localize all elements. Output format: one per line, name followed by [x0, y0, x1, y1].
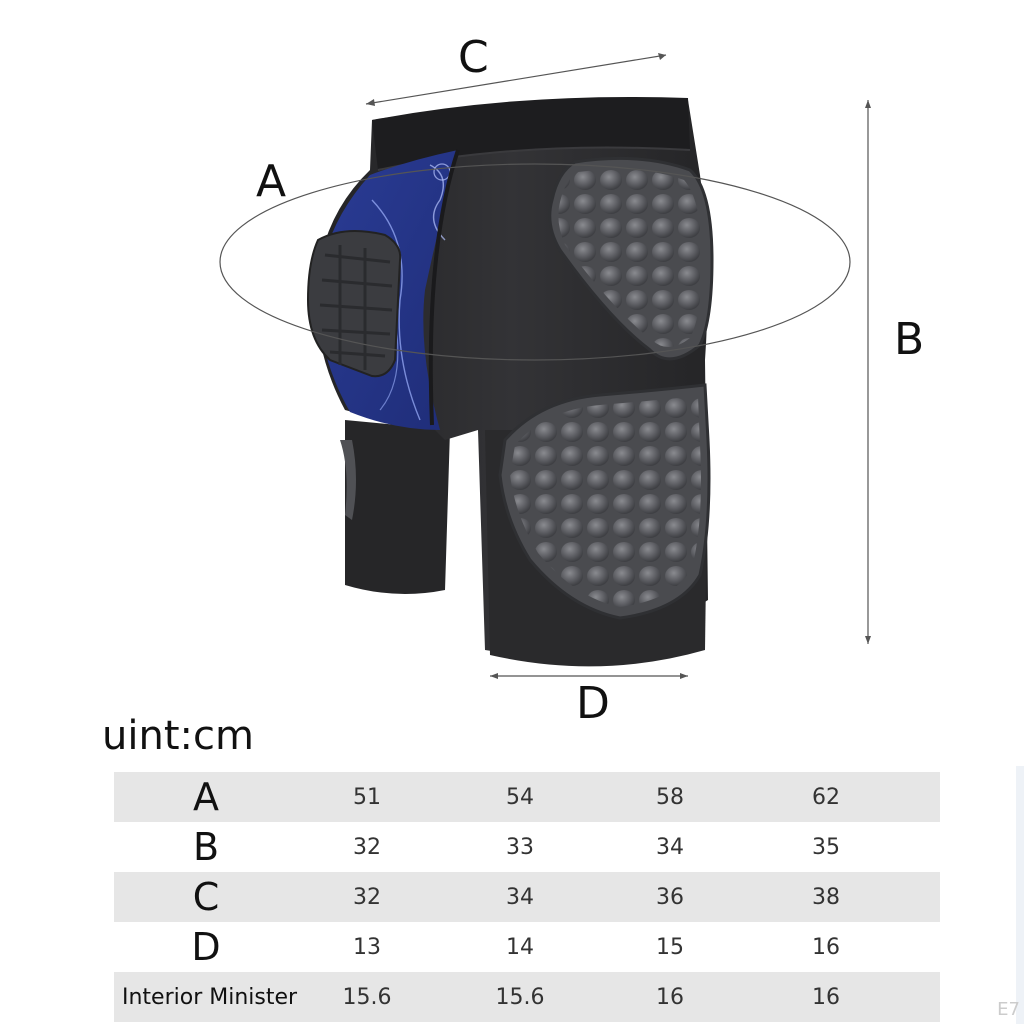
table-row: D 13 14 15 16	[114, 922, 940, 972]
table-cell: 15.6	[342, 984, 392, 1010]
row-label: D	[191, 925, 221, 969]
table-cell: 32	[353, 834, 381, 860]
table-row: B 32 33 34 35	[114, 822, 940, 872]
table-cell: 13	[353, 934, 381, 960]
table-cell: 33	[506, 834, 534, 860]
table-cell: 58	[656, 784, 684, 810]
dimension-line-c	[365, 54, 667, 105]
dimension-label-c: C	[458, 32, 489, 83]
row-label: B	[192, 825, 220, 869]
dimension-label-d: D	[576, 678, 610, 729]
table-cell: 34	[506, 884, 534, 910]
row-label: C	[192, 875, 220, 919]
table-cell: 16	[812, 984, 840, 1010]
table-cell: 36	[656, 884, 684, 910]
dimension-ellipse-a	[219, 163, 851, 361]
table-cell: 14	[506, 934, 534, 960]
table-cell: 62	[812, 784, 840, 810]
table-cell: 15	[656, 934, 684, 960]
dimension-label-a: A	[256, 156, 287, 207]
table-cell: 32	[353, 884, 381, 910]
table-cell: 35	[812, 834, 840, 860]
table-row: C 32 34 36 38	[114, 872, 940, 922]
size-table: A 51 54 58 62 B 32 33 34 35 C 32 34 36 3…	[114, 772, 940, 1022]
table-row: Interior Minister 15.6 15.6 16 16	[114, 972, 940, 1022]
unit-label: uint:cm	[102, 713, 254, 759]
padded-shorts-illustration	[219, 53, 871, 679]
table-cell: 16	[656, 984, 684, 1010]
row-label: A	[193, 775, 219, 819]
table-cell: 54	[506, 784, 534, 810]
watermark: E7	[997, 999, 1020, 1020]
table-cell: 51	[353, 784, 381, 810]
table-cell: 38	[812, 884, 840, 910]
dimension-label-b: B	[894, 314, 925, 365]
table-cell: 15.6	[495, 984, 545, 1010]
edge-strip	[1016, 766, 1024, 1024]
table-cell: 16	[812, 934, 840, 960]
table-row: A 51 54 58 62	[114, 772, 940, 822]
table-cell: 34	[656, 834, 684, 860]
row-label: Interior Minister	[122, 984, 298, 1010]
